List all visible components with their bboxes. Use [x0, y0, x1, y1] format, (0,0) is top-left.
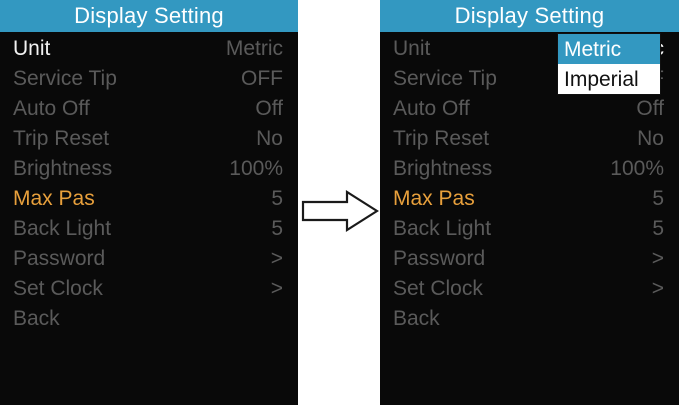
menu-item-password[interactable]: Password >: [380, 243, 679, 273]
menu-panel-after: Display Setting Unit Metric Service Tip …: [380, 0, 679, 405]
menu-item-unit[interactable]: Unit Metric: [0, 33, 298, 63]
menu-item-back[interactable]: Back: [380, 303, 679, 333]
chevron-right-icon: >: [651, 276, 664, 300]
menu-item-label: Service Tip: [393, 66, 497, 90]
menu-item-value: Off: [636, 96, 664, 120]
menu-item-label: Set Clock: [13, 276, 103, 300]
menu-item-value: Off: [255, 96, 283, 120]
menu-item-label: Auto Off: [393, 96, 470, 120]
menu-item-value: 5: [271, 186, 283, 210]
menu-item-trip-reset[interactable]: Trip Reset No: [380, 123, 679, 153]
page-title: Display Setting: [454, 3, 605, 28]
menu-item-value: Metric: [225, 36, 283, 60]
menu-item-label: Brightness: [13, 156, 113, 180]
settings-menu-list: Unit Metric Service Tip OFF Auto Off Off…: [0, 33, 298, 405]
unit-dropdown-list[interactable]: Metric Imperial: [557, 33, 661, 95]
menu-item-label: Auto Off: [13, 96, 90, 120]
menu-item-max-pas[interactable]: Max Pas 5: [380, 183, 679, 213]
menu-item-back[interactable]: Back: [0, 303, 298, 333]
menu-item-set-clock[interactable]: Set Clock >: [0, 273, 298, 303]
menu-item-brightness[interactable]: Brightness 100%: [0, 153, 298, 183]
menu-item-set-clock[interactable]: Set Clock >: [380, 273, 679, 303]
menu-item-value: 5: [652, 216, 664, 240]
menu-item-value: No: [256, 126, 283, 150]
menu-item-label: Back: [13, 306, 60, 330]
menu-item-label: Unit: [393, 36, 431, 60]
menu-item-value: 100%: [610, 156, 664, 180]
menu-item-value: No: [637, 126, 664, 150]
page-title: Display Setting: [74, 3, 224, 28]
menu-item-label: Service Tip: [13, 66, 117, 90]
transition-arrow: [301, 190, 379, 232]
menu-item-brightness[interactable]: Brightness 100%: [380, 153, 679, 183]
menu-item-back-light[interactable]: Back Light 5: [380, 213, 679, 243]
menu-item-label: Back Light: [393, 216, 492, 240]
menu-item-value: 100%: [229, 156, 283, 180]
menu-item-label: Set Clock: [393, 276, 483, 300]
menu-item-label: Back: [393, 306, 440, 330]
arrow-right-icon: [301, 190, 379, 232]
chevron-right-icon: >: [651, 246, 664, 270]
dropdown-option-imperial[interactable]: Imperial: [558, 64, 660, 94]
menu-item-value: 5: [652, 186, 664, 210]
menu-item-label: Max Pas: [13, 186, 95, 210]
menu-item-value: 5: [271, 216, 283, 240]
menu-item-label: Password: [13, 246, 106, 270]
menu-panel-before: Display Setting Unit Metric Service Tip …: [0, 0, 298, 405]
menu-item-password[interactable]: Password >: [0, 243, 298, 273]
dropdown-option-label: Imperial: [564, 67, 639, 91]
panel-title-bar: Display Setting: [0, 0, 298, 32]
menu-item-label: Brightness: [393, 156, 493, 180]
menu-item-trip-reset[interactable]: Trip Reset No: [0, 123, 298, 153]
menu-item-back-light[interactable]: Back Light 5: [0, 213, 298, 243]
menu-item-label: Max Pas: [393, 186, 475, 210]
menu-item-label: Trip Reset: [13, 126, 110, 150]
menu-item-max-pas[interactable]: Max Pas 5: [0, 183, 298, 213]
menu-item-label: Back Light: [13, 216, 112, 240]
menu-item-label: Trip Reset: [393, 126, 490, 150]
menu-item-label: Unit: [13, 36, 51, 60]
menu-item-auto-off[interactable]: Auto Off Off: [0, 93, 298, 123]
dropdown-option-metric[interactable]: Metric: [558, 34, 660, 64]
dropdown-option-label: Metric: [564, 37, 622, 61]
chevron-right-icon: >: [270, 276, 283, 300]
menu-item-label: Password: [393, 246, 486, 270]
menu-item-service-tip[interactable]: Service Tip OFF: [0, 63, 298, 93]
menu-item-auto-off[interactable]: Auto Off Off: [380, 93, 679, 123]
menu-item-value: OFF: [241, 66, 283, 90]
chevron-right-icon: >: [270, 246, 283, 270]
panel-title-bar: Display Setting: [380, 0, 679, 32]
